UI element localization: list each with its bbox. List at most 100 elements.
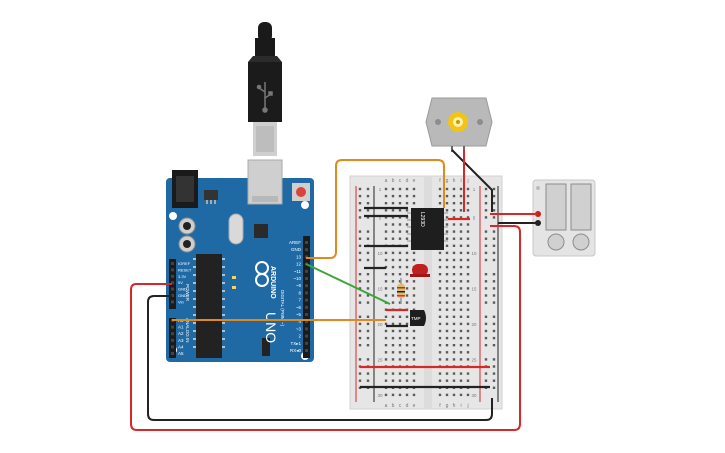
breadboard-hole[interactable] <box>459 258 463 262</box>
breadboard-hole[interactable] <box>445 372 449 375</box>
header-pin[interactable] <box>171 281 174 285</box>
rail-hole[interactable] <box>492 322 496 326</box>
breadboard-hole[interactable] <box>405 294 409 297</box>
breadboard-hole[interactable] <box>398 202 402 205</box>
rail-hole[interactable] <box>358 322 362 326</box>
breadboard-hole[interactable] <box>459 301 463 304</box>
rail-hole[interactable] <box>492 336 496 340</box>
breadboard-hole[interactable] <box>384 287 388 290</box>
breadboard-hole[interactable] <box>466 244 470 247</box>
header-pin[interactable] <box>171 287 174 291</box>
rail-hole[interactable] <box>358 344 362 347</box>
breadboard-hole[interactable] <box>405 273 409 276</box>
resistor[interactable] <box>397 278 405 304</box>
breadboard-hole[interactable] <box>391 372 395 375</box>
breadboard-hole[interactable] <box>398 329 402 333</box>
breadboard-hole[interactable] <box>384 393 388 397</box>
breadboard-hole[interactable] <box>412 280 416 283</box>
rail-hole[interactable] <box>358 194 362 198</box>
breadboard-hole[interactable] <box>459 287 463 290</box>
breadboard-hole[interactable] <box>445 194 449 198</box>
breadboard-hole[interactable] <box>466 265 470 269</box>
header-pin[interactable] <box>305 320 308 324</box>
rail-hole[interactable] <box>366 209 370 212</box>
breadboard-hole[interactable] <box>466 294 470 297</box>
breadboard-hole[interactable] <box>391 322 395 326</box>
rail-hole[interactable] <box>358 280 362 283</box>
rail-hole[interactable] <box>492 230 496 233</box>
breadboard-hole[interactable] <box>452 336 456 340</box>
breadboard-hole[interactable] <box>438 202 442 205</box>
breadboard-hole[interactable] <box>466 315 470 318</box>
rail-hole[interactable] <box>366 315 370 318</box>
breadboard-hole[interactable] <box>466 329 470 333</box>
breadboard-hole[interactable] <box>452 209 456 212</box>
breadboard-hole[interactable] <box>438 322 442 326</box>
breadboard-hole[interactable] <box>391 237 395 240</box>
rail-hole[interactable] <box>358 237 362 240</box>
breadboard-hole[interactable] <box>445 358 449 361</box>
breadboard-hole[interactable] <box>384 209 388 212</box>
breadboard-hole[interactable] <box>466 358 470 361</box>
breadboard-hole[interactable] <box>438 280 442 283</box>
rail-hole[interactable] <box>484 336 488 340</box>
breadboard-hole[interactable] <box>466 336 470 340</box>
breadboard-hole[interactable] <box>438 258 442 262</box>
breadboard-hole[interactable] <box>466 379 470 382</box>
breadboard-hole[interactable] <box>391 301 395 304</box>
breadboard-hole[interactable] <box>459 244 463 247</box>
header-pin[interactable] <box>305 269 308 273</box>
breadboard-hole[interactable] <box>438 273 442 276</box>
rail-hole[interactable] <box>484 230 488 233</box>
breadboard-hole[interactable] <box>459 202 463 205</box>
breadboard-hole[interactable] <box>398 301 402 304</box>
rail-hole[interactable] <box>492 244 496 247</box>
breadboard-hole[interactable] <box>452 351 456 354</box>
breadboard-hole[interactable] <box>438 287 442 290</box>
rail-hole[interactable] <box>366 216 370 219</box>
rail-hole[interactable] <box>484 287 488 290</box>
breadboard-hole[interactable] <box>452 258 456 262</box>
red-led[interactable] <box>410 264 430 277</box>
breadboard-hole[interactable] <box>384 237 388 240</box>
header-pin[interactable] <box>171 352 174 355</box>
breadboard-hole[interactable] <box>391 230 395 233</box>
breadboard-hole[interactable] <box>466 258 470 262</box>
breadboard-hole[interactable] <box>459 358 463 361</box>
header-pin[interactable] <box>305 334 308 338</box>
rail-hole[interactable] <box>492 237 496 240</box>
breadboard-hole[interactable] <box>466 322 470 326</box>
breadboard-hole[interactable] <box>452 187 456 191</box>
breadboard-hole[interactable] <box>384 223 388 226</box>
breadboard-hole[interactable] <box>438 393 442 397</box>
breadboard-hole[interactable] <box>459 308 463 311</box>
breadboard-hole[interactable] <box>452 287 456 290</box>
breadboard-hole[interactable] <box>438 265 442 269</box>
rail-hole[interactable] <box>366 358 370 361</box>
breadboard-hole[interactable] <box>412 194 416 198</box>
breadboard-hole[interactable] <box>445 258 449 262</box>
breadboard-hole[interactable] <box>384 258 388 262</box>
rail-hole[interactable] <box>366 379 370 382</box>
breadboard-hole[interactable] <box>459 344 463 347</box>
header-pin[interactable] <box>171 268 174 272</box>
usb-cable[interactable] <box>248 22 282 156</box>
rail-hole[interactable] <box>484 329 488 333</box>
breadboard-hole[interactable] <box>459 336 463 340</box>
rail-hole[interactable] <box>492 365 496 368</box>
breadboard-hole[interactable] <box>438 315 442 318</box>
rail-hole[interactable] <box>358 230 362 233</box>
breadboard-hole[interactable] <box>412 351 416 354</box>
breadboard-hole[interactable] <box>466 372 470 375</box>
breadboard-hole[interactable] <box>405 237 409 240</box>
breadboard-hole[interactable] <box>405 336 409 340</box>
breadboard-hole[interactable] <box>405 187 409 191</box>
breadboard-hole[interactable] <box>445 209 449 212</box>
breadboard-hole[interactable] <box>405 194 409 198</box>
rail-hole[interactable] <box>484 358 488 361</box>
breadboard-hole[interactable] <box>405 280 409 283</box>
breadboard-hole[interactable] <box>391 223 395 226</box>
breadboard-hole[interactable] <box>405 251 409 255</box>
breadboard-hole[interactable] <box>412 379 416 382</box>
breadboard-hole[interactable] <box>452 329 456 333</box>
